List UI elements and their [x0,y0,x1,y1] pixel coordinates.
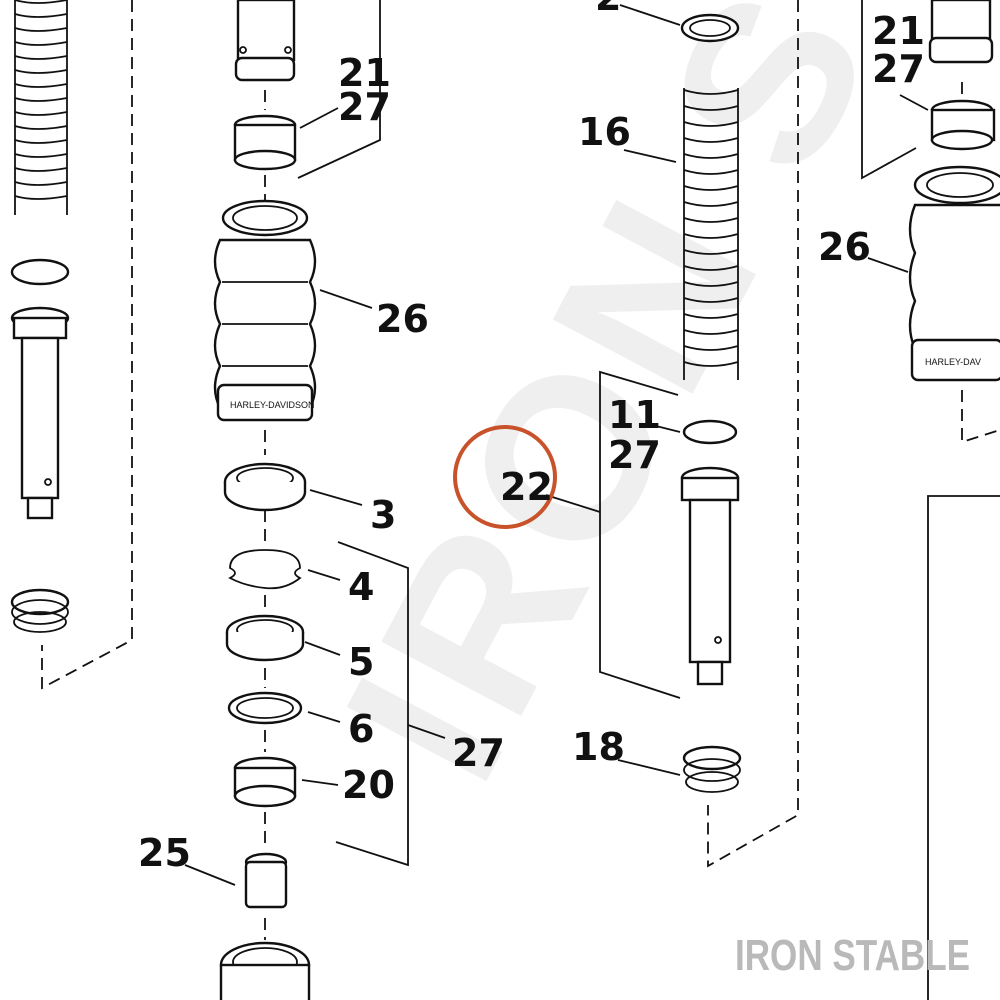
svg-text:HARLEY-DAV: HARLEY-DAV [925,357,981,367]
seal-kit-bracket [335,541,409,867]
callout-18: 18 [572,725,625,769]
corner-watermark: IRON STABLE [735,931,970,980]
mid-dashed-bracket [707,0,799,868]
fork-boot-right: HARLEY-DAV [908,165,1000,382]
top-washer [680,13,740,43]
snap-ring-mid [682,419,738,445]
seal-spacer [225,614,305,662]
callout-4: 4 [348,565,374,609]
oil-seal [223,462,307,512]
callout-26-left: 26 [376,297,429,341]
washer [227,691,303,725]
callout-27-mid: 27 [608,433,661,477]
fork-tube-top [234,0,296,82]
callout-3: 3 [370,493,396,537]
upper-kit-bracket [297,0,381,179]
small-spring-mid [682,745,742,793]
retaining-clip [228,549,302,590]
right-dashed-line [961,390,1000,444]
left-small-spring [10,588,70,633]
fork-tube-top-right [928,0,994,64]
callout-5: 5 [348,640,374,684]
fork-spring-main [683,88,739,380]
left-snap-ring [10,258,70,286]
callout-11: 11 [608,393,661,437]
inset-panel [927,495,1000,1000]
callout-20: 20 [342,763,395,807]
callout-25: 25 [138,831,191,875]
fork-boot-left: HARLEY-DAVIDSON [213,199,317,422]
left-spring [14,0,68,215]
upper-kit-bracket-right [861,0,917,180]
slider-bushing [233,756,297,808]
highlighted-callout-22[interactable]: 22 [453,425,557,529]
left-damper-tube [10,306,70,520]
callout-21-right: 21 [872,9,925,53]
lower-leg-top [219,941,311,1000]
callout-16: 16 [578,110,631,154]
callout-2: 2 [595,0,621,19]
callout-27-bracket: 27 [452,731,505,775]
callout-22: 22 [500,465,553,509]
left-dashed-bracket [41,0,133,690]
damper-tube-mid [680,466,740,686]
damper-cap [244,852,288,909]
callout-26-right: 26 [818,225,871,269]
bushing-upper [233,114,297,171]
callout-27-right: 27 [872,47,925,91]
callout-27-left: 27 [338,85,391,129]
damper-bracket [599,370,681,699]
svg-text:HARLEY-DAVIDSON: HARLEY-DAVIDSON [230,400,315,410]
callout-6: 6 [348,707,374,751]
bushing-upper-right [930,99,996,151]
callout-21-left: 21 [338,51,391,95]
